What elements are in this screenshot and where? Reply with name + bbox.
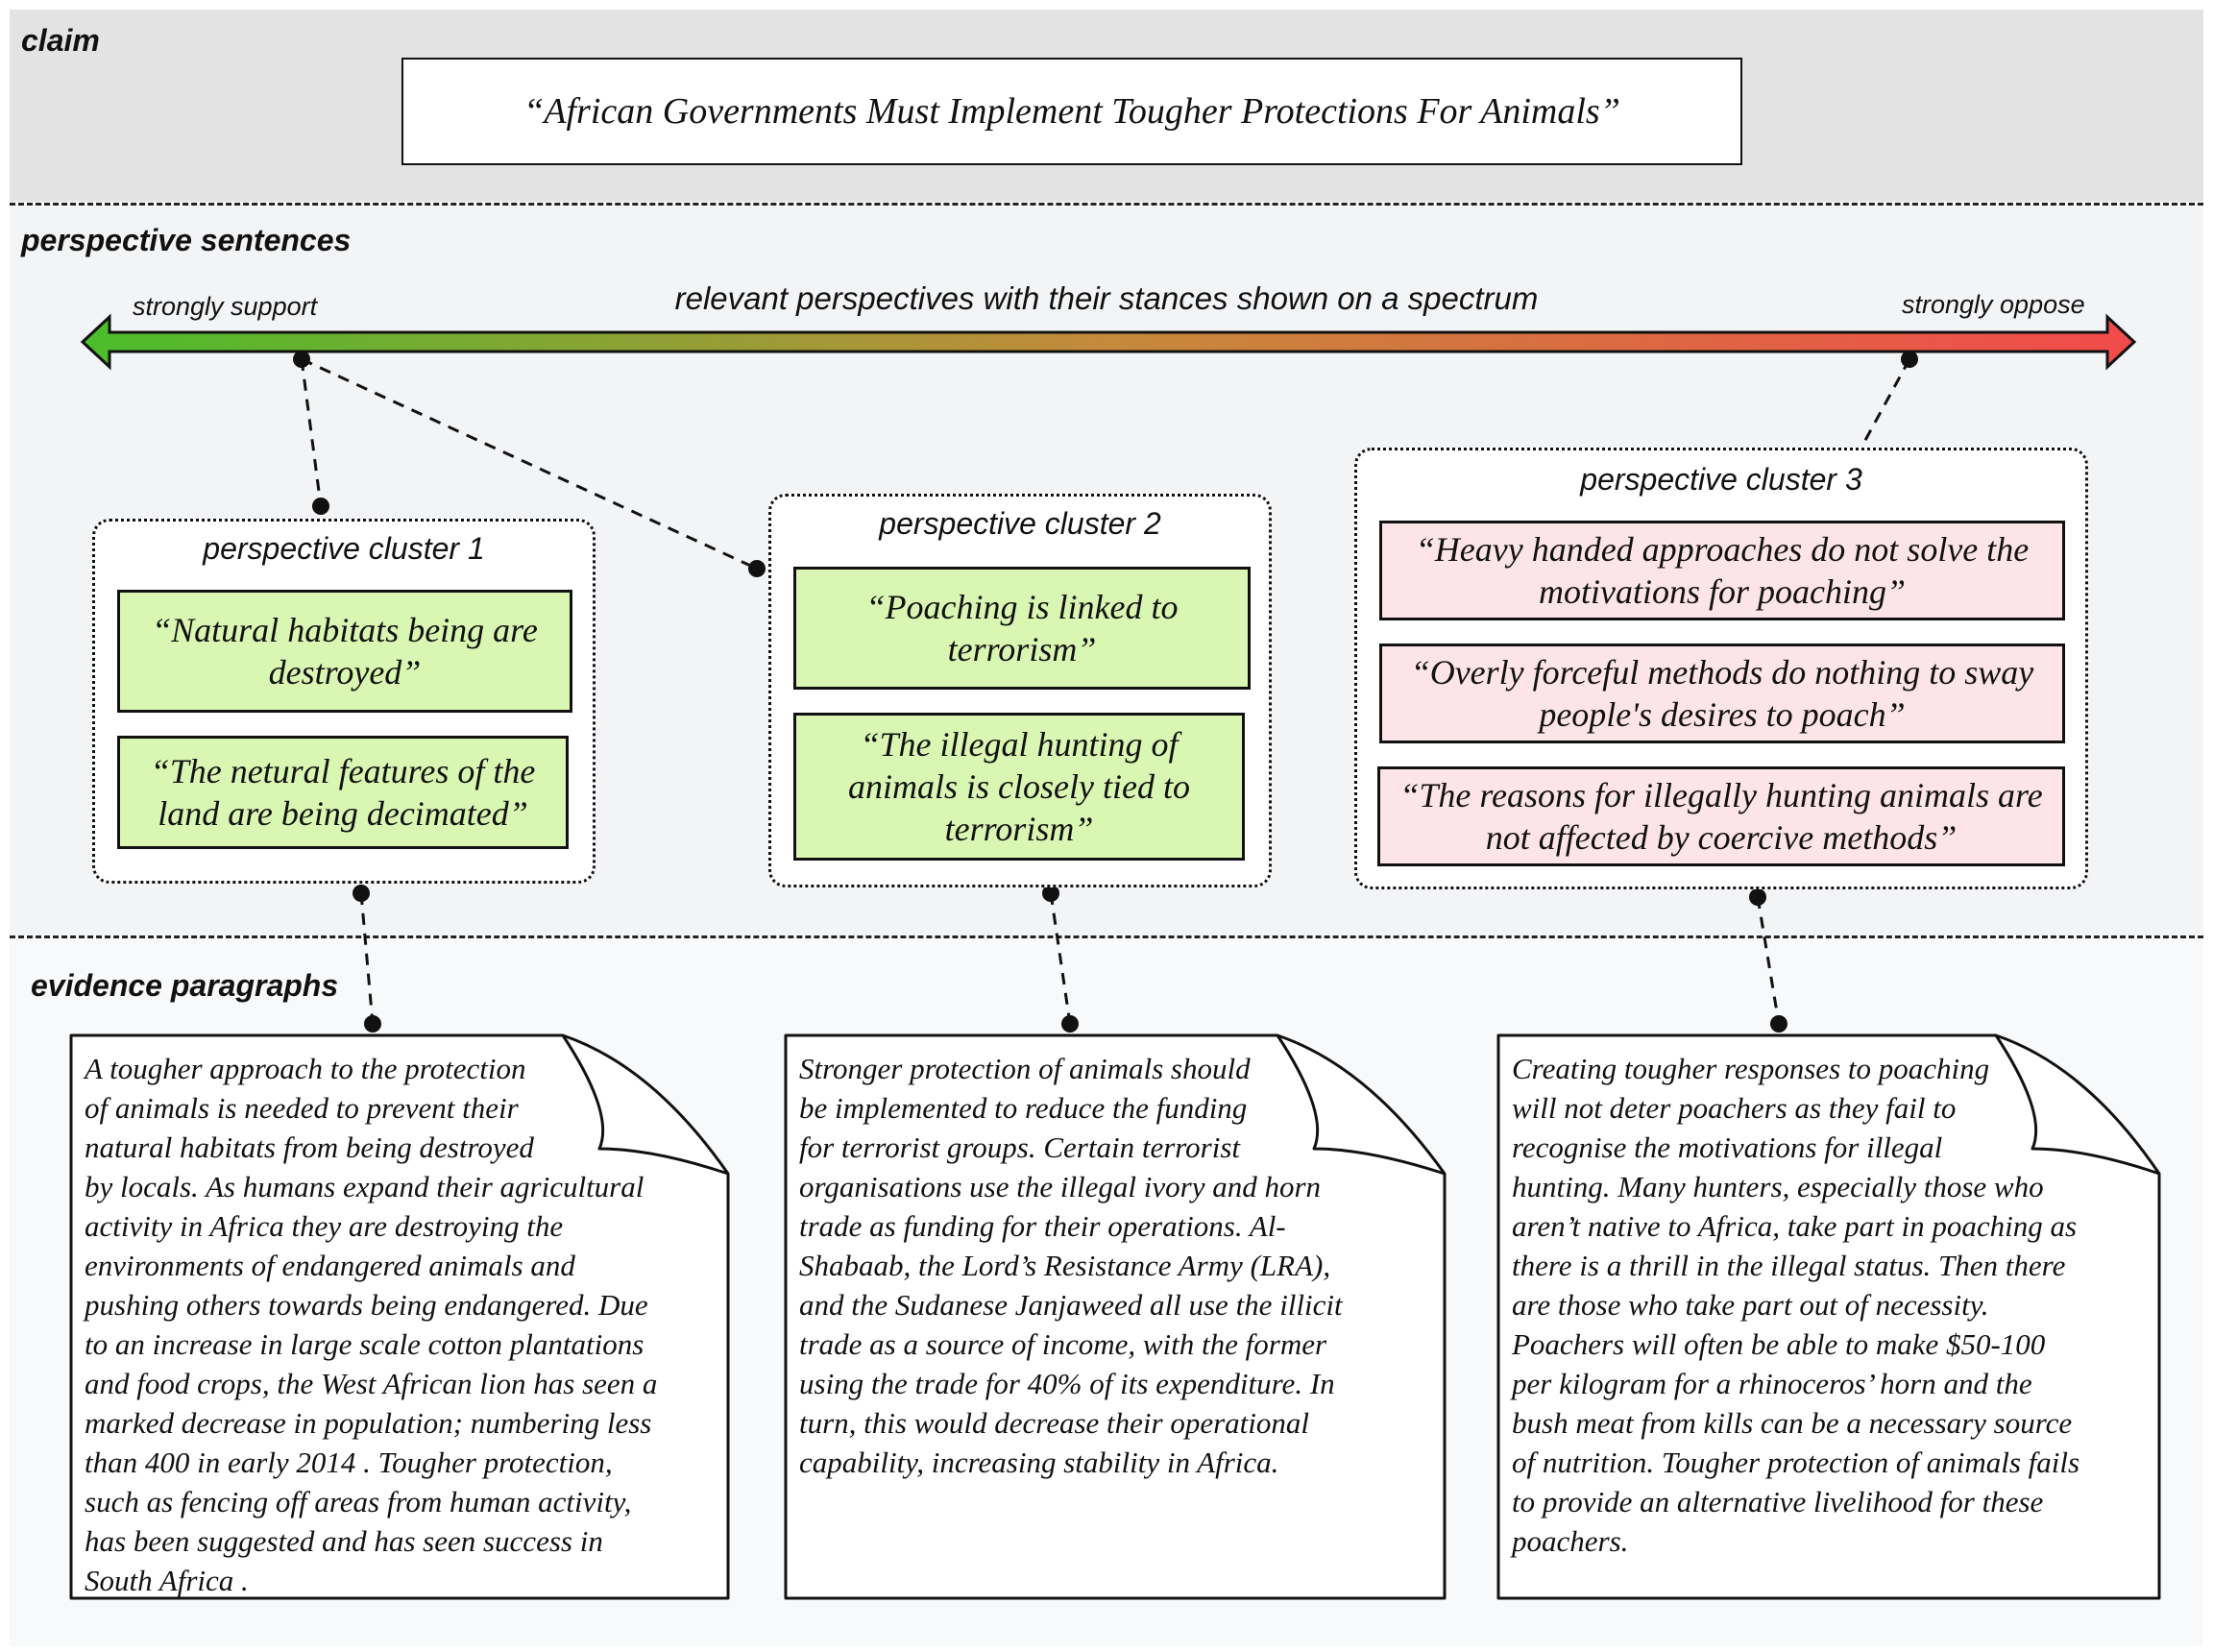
perspective-sentence: “Poaching is linked to terrorism” [793,567,1251,690]
stance-marker-cluster1 [293,351,310,368]
connector-cluster2-evidence [1049,892,1072,1025]
strongly-oppose-label: strongly oppose [1902,290,2085,319]
cluster-title: perspective cluster 3 [1580,462,1862,497]
connector-spectrum-cluster3 [1861,358,1911,445]
spectrum-title: relevant perspectives with their stances… [674,280,1539,316]
cluster-title: perspective cluster 1 [203,531,485,566]
perspective-sentence: “Overly forceful methods do nothing to s… [1379,644,2065,743]
perspective-sentence: “The reasons for illegally hunting anima… [1377,766,2065,866]
connector-dot [748,560,766,577]
section-divider [10,203,2203,206]
perspective-sentence: “Natural habitats being are destroyed” [117,590,572,713]
evidence-document-1-fold [561,1034,729,1176]
connector-dot [353,885,370,902]
connector-cluster3-evidence [1756,896,1781,1025]
connector-dot [1042,885,1059,902]
perspective-sentence: “The illegal hunting of animals is close… [793,713,1245,861]
strongly-support-label: strongly support [133,292,318,321]
perspectives-section-label: perspective sentences [21,223,352,257]
connector-dot [364,1015,381,1032]
connector-cluster1-evidence [359,892,375,1025]
stance-marker-cluster3 [1901,351,1918,368]
claim-text: “African Governments Must Implement Toug… [523,91,1620,132]
evidence-paragraph-1: A tougher approach to the protection of … [85,1052,658,1597]
connector-spectrum-cluster1 [300,358,323,507]
evidence-document-2-fold [1276,1034,1446,1176]
connector-dot [1061,1015,1079,1032]
connector-spectrum-cluster2 [301,357,758,571]
perspective-sentence: “Heavy handed approaches do not solve th… [1379,521,2065,620]
connector-dot [312,498,329,515]
evidence-document-3-fold [1994,1034,2160,1176]
connector-dot [1770,1015,1787,1032]
cluster-title: perspective cluster 2 [879,506,1161,541]
section-divider [10,935,2203,938]
claim-box: “African Governments Must Implement Toug… [401,58,1742,165]
evidence-paragraph-3: Creating tougher responses to poaching w… [1512,1052,2080,1558]
connector-dot [1749,888,1766,906]
evidence-section-label: evidence paragraphs [31,968,339,1003]
evidence-paragraph-2: Stronger protection of animals should be… [799,1052,1343,1479]
stance-spectrum-arrow [80,313,2137,371]
perspective-sentence: “The netural features of the land are be… [117,736,569,849]
claim-section-label: claim [21,23,100,58]
